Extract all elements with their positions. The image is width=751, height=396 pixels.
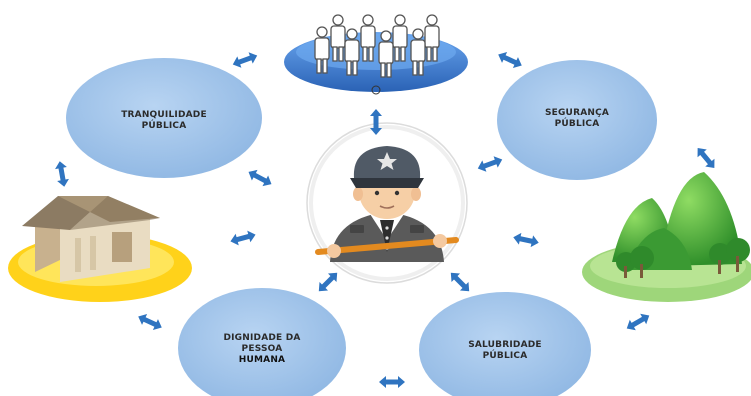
circle-salubridade	[419, 292, 591, 396]
label-tranquilidade-line1: TRANQUILIDADE	[121, 110, 207, 120]
label-dignidade-line2: PESSOA	[241, 344, 283, 354]
label-seguranca-line1: SEGURANÇA	[544, 108, 610, 118]
people-icon	[284, 14, 468, 95]
label-salubridade-line1: SALUBRIDADE	[468, 340, 542, 350]
label-dignidade: DIGNIDADE DA PESSOA HUMANA	[202, 333, 322, 366]
label-salubridade: SALUBRIDADE PÚBLICA	[445, 340, 565, 362]
label-seguranca-line2: PÚBLICA	[554, 119, 600, 129]
label-tranquilidade-line2: PÚBLICA	[141, 121, 187, 131]
label-seguranca: SEGURANÇA PÚBLICA	[517, 108, 637, 130]
circle-tranquilidade	[66, 58, 262, 178]
circle-seguranca	[497, 60, 657, 180]
label-dignidade-line1: DIGNIDADE DA	[223, 333, 301, 343]
house-icon	[8, 196, 192, 302]
label-tranquilidade: TRANQUILIDADE PÚBLICA	[104, 110, 224, 132]
mountains-icon	[582, 172, 751, 302]
label-salubridade-line2: PÚBLICA	[482, 351, 528, 361]
label-dignidade-line3: HUMANA	[238, 355, 286, 365]
police-officer-icon	[306, 122, 468, 284]
circle-dignidade	[178, 288, 346, 396]
